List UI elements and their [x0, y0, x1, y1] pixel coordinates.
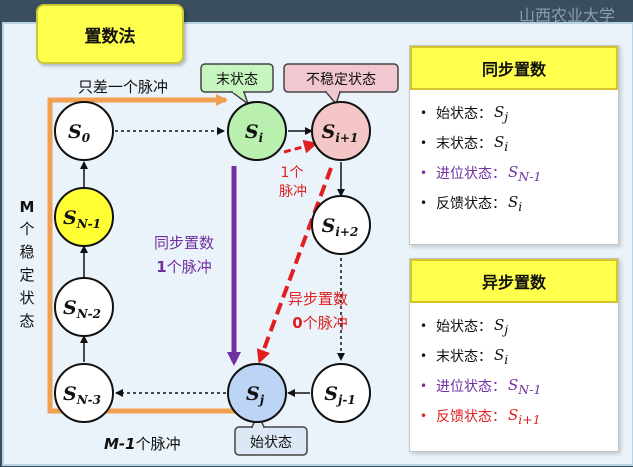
svg-text:个: 个: [19, 220, 34, 238]
list-item: •始状态：Sj: [420, 315, 509, 337]
svg-text:1个: 1个: [281, 165, 304, 181]
svg-text:1个脉冲: 1个脉冲: [156, 258, 211, 276]
m1-pulse-path: [47, 94, 235, 414]
svg-text:Sj-1: Sj-1: [324, 383, 355, 407]
svg-text:始状态: 始状态: [250, 435, 292, 451]
list-item: •末状态：Si: [420, 132, 509, 154]
node-si2: Si+2: [311, 195, 371, 255]
async-panel-title: 异步置数: [410, 259, 618, 303]
svg-text:Si: Si: [245, 121, 264, 145]
async-reset-panel: 异步置数 •始状态：Sj •末状态：Si •进位状态：SN-1 •反馈状态：Si…: [409, 258, 619, 452]
unstable-state-callout: 不稳定状态: [283, 63, 399, 106]
svg-text:M: M: [20, 198, 35, 216]
svg-text:0个脉冲: 0个脉冲: [292, 314, 347, 332]
sync-reset-panel: 同步置数 •始状态：Sj •末状态：Si •进位状态：SN-1 •反馈状态：Si: [409, 45, 619, 245]
m-stable-states-label: M 个 稳 定 状 态: [19, 198, 34, 330]
svg-text:Si+2: Si+2: [322, 215, 359, 239]
svg-text:态: 态: [19, 312, 34, 330]
list-item: •反馈状态：Si: [420, 192, 523, 214]
svg-text:状: 状: [19, 289, 34, 307]
list-item: •反馈状态：Si+1: [420, 405, 541, 427]
one-pulse-diff-label: 只差一个脉冲: [78, 78, 168, 96]
svg-text:Si+1: Si+1: [322, 121, 359, 145]
node-si1: Si+1: [311, 101, 371, 161]
svg-text:SN-1: SN-1: [63, 207, 101, 231]
slide-title: 置数法: [36, 4, 184, 64]
node-sn3: SN-3: [54, 363, 114, 423]
node-sj: Sj: [227, 363, 287, 423]
async-label: 异步置数 0个脉冲: [288, 290, 348, 332]
sync-label: 同步置数 1个脉冲: [154, 234, 214, 276]
svg-text:脉冲: 脉冲: [279, 184, 307, 200]
svg-text:异步置数: 异步置数: [288, 290, 348, 308]
node-sn1: SN-1: [54, 187, 114, 247]
svg-text:不稳定状态: 不稳定状态: [306, 72, 376, 88]
end-state-callout: 末状态: [200, 63, 274, 107]
svg-text:SN-3: SN-3: [63, 383, 101, 407]
node-s0: S0: [54, 101, 114, 161]
async-panel-list: •始状态：Sj •末状态：Si •进位状态：SN-1 •反馈状态：Si+1: [410, 303, 618, 431]
sync-panel-list: •始状态：Sj •末状态：Si •进位状态：SN-1 •反馈状态：Si: [410, 90, 618, 218]
node-sj1: Sj-1: [311, 363, 371, 423]
list-item: •进位状态：SN-1: [420, 375, 542, 397]
list-item: •末状态：Si: [420, 345, 509, 367]
svg-text:同步置数: 同步置数: [154, 234, 214, 252]
svg-text:稳: 稳: [19, 243, 34, 261]
async-arrow: [256, 167, 333, 364]
list-item: •进位状态：SN-1: [420, 162, 542, 184]
sync-panel-title: 同步置数: [410, 46, 618, 90]
list-item: •始状态：Sj: [420, 102, 509, 124]
node-si: Si: [227, 101, 287, 161]
one-pulse-label: 1个 脉冲: [279, 165, 307, 200]
svg-text:SN-2: SN-2: [63, 297, 101, 321]
m1-pulses-label: M-1个脉冲: [104, 435, 181, 453]
watermark: 山西农业大学: [518, 6, 615, 25]
svg-text:定: 定: [19, 266, 34, 284]
start-state-callout: 始状态: [234, 412, 308, 456]
svg-text:Sj: Sj: [246, 383, 265, 407]
one-pulse-arrow: [283, 139, 318, 154]
svg-text:S0: S0: [68, 121, 91, 145]
node-sn2: SN-2: [54, 277, 114, 337]
svg-text:末状态: 末状态: [216, 72, 258, 88]
